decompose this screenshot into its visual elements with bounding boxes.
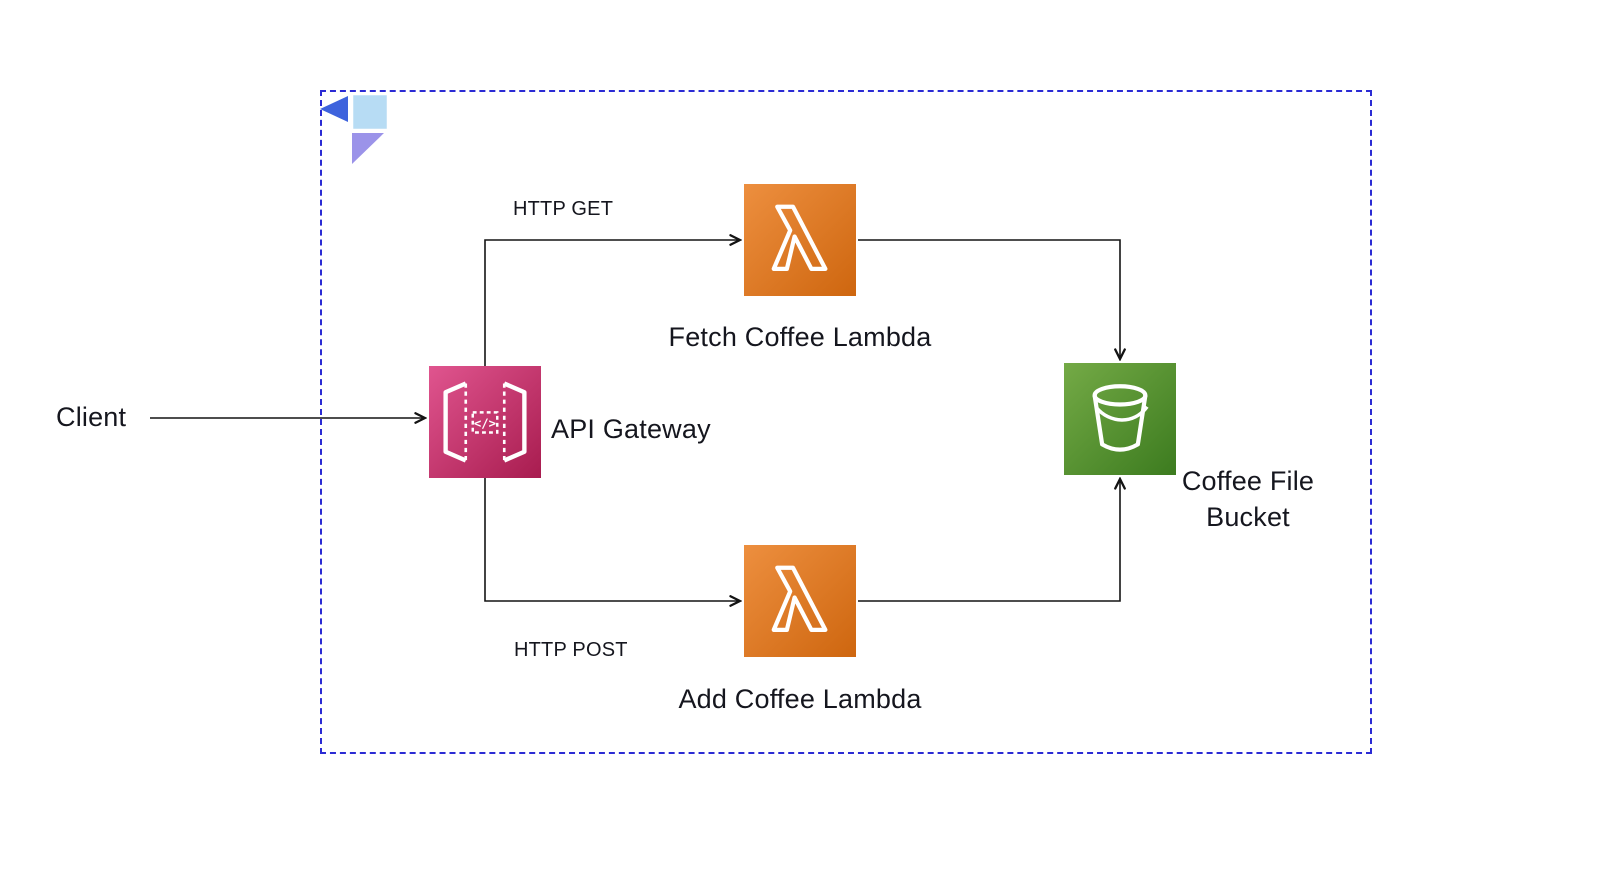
- api-gateway-label: API Gateway: [551, 414, 711, 444]
- edge-fetch-lambda-to-bucket: [858, 239, 1120, 359]
- lambda-glyph: [771, 204, 828, 271]
- s3-bucket-icon: [1064, 363, 1176, 475]
- edge-gateway-to-fetch-lambda: [484, 240, 740, 366]
- http-post-label: HTTP POST: [514, 639, 628, 661]
- client-label: Client: [56, 402, 127, 432]
- code-brackets-glyph: </>: [474, 416, 496, 430]
- aws-cloud-boundary: [320, 90, 1372, 754]
- diagram-logo: [320, 92, 390, 164]
- api-gateway-icon: </>: [429, 366, 541, 478]
- api-gateway-glyph: </>: [443, 381, 527, 463]
- bucket-glyph: [1092, 384, 1149, 452]
- logo-square-lightblue: [350, 92, 390, 132]
- edge-gateway-to-add-lambda: [484, 478, 740, 601]
- edge-add-lambda-to-bucket: [858, 479, 1120, 602]
- logo-triangle-blue: [320, 96, 348, 122]
- coffee-bucket-label: Coffee File Bucket: [1181, 466, 1315, 533]
- lambda-glyph: [771, 565, 828, 632]
- http-get-label: HTTP GET: [513, 198, 614, 220]
- add-lambda-label: Add Coffee Lambda: [678, 684, 922, 714]
- add-lambda-icon: [744, 545, 856, 657]
- fetch-lambda-label: Fetch Coffee Lambda: [668, 322, 932, 352]
- logo-triangle-lavender: [352, 133, 384, 164]
- fetch-lambda-icon: [744, 184, 856, 296]
